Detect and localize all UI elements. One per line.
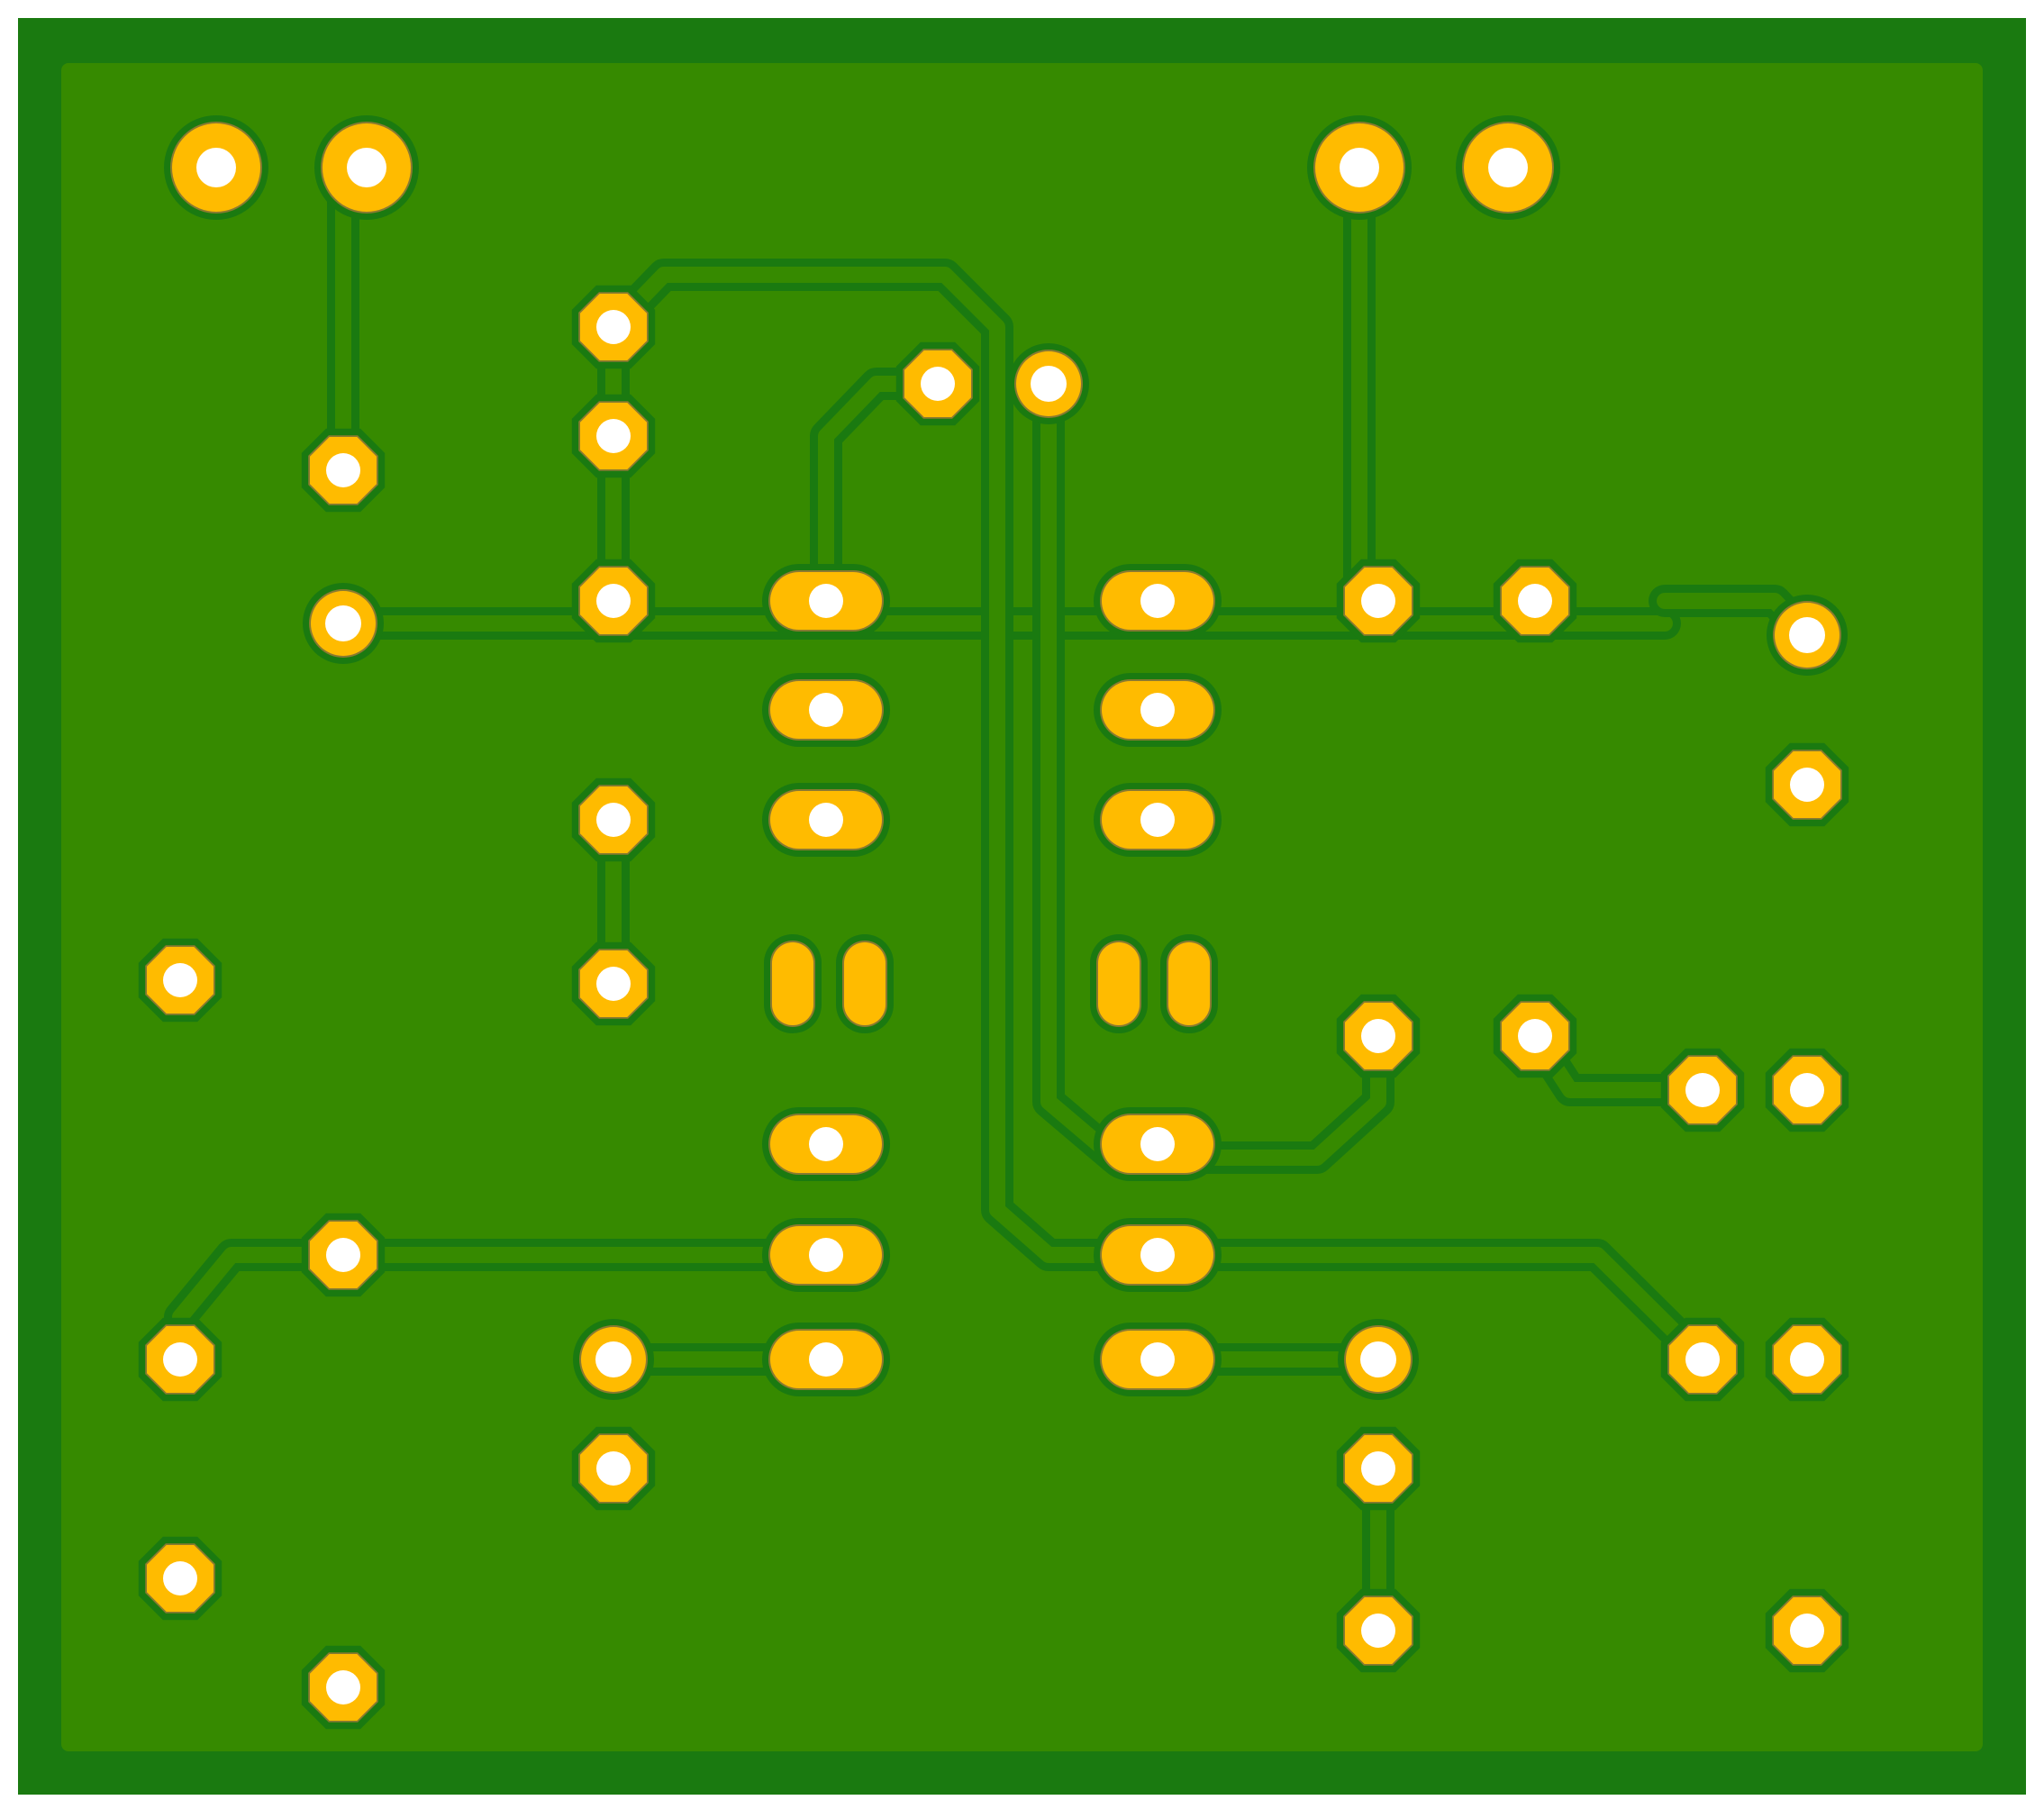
drill-hole-icon bbox=[1140, 1127, 1175, 1161]
drill-hole-icon bbox=[326, 453, 360, 487]
drill-hole-icon bbox=[1361, 584, 1395, 618]
drill-hole-icon bbox=[1790, 1614, 1824, 1648]
drill-hole-icon bbox=[163, 963, 197, 997]
drill-hole-icon bbox=[1140, 1342, 1175, 1377]
drill-hole-icon bbox=[596, 419, 631, 453]
drill-hole-icon bbox=[596, 967, 631, 1001]
oval-pad-icon bbox=[836, 934, 894, 1033]
drill-hole-icon bbox=[325, 605, 361, 641]
drill-hole-icon bbox=[809, 1238, 843, 1272]
drill-hole-icon bbox=[1789, 617, 1825, 653]
drill-hole-icon bbox=[809, 803, 843, 837]
drill-hole-icon bbox=[326, 1238, 360, 1272]
drill-hole-icon bbox=[921, 367, 955, 401]
drill-hole-icon bbox=[809, 693, 843, 727]
drill-hole-icon bbox=[809, 584, 843, 618]
drill-hole-icon bbox=[163, 1561, 197, 1595]
drill-hole-icon bbox=[595, 1341, 631, 1377]
copper-pour bbox=[61, 63, 1983, 1751]
drill-hole-icon bbox=[1031, 366, 1067, 402]
drill-hole-icon bbox=[1361, 1019, 1395, 1053]
drill-hole-icon bbox=[596, 310, 631, 344]
drill-hole-icon bbox=[1140, 1238, 1175, 1272]
drill-hole-icon bbox=[1518, 584, 1552, 618]
copper-trace bbox=[605, 267, 1711, 1368]
drill-hole-icon bbox=[1140, 803, 1175, 837]
drill-hole-icon bbox=[596, 803, 631, 837]
drill-hole-icon bbox=[1685, 1342, 1720, 1377]
pad-layer bbox=[138, 115, 1849, 1730]
drill-hole-icon bbox=[1518, 1019, 1552, 1053]
drill-hole-icon bbox=[196, 148, 236, 187]
drill-hole-icon bbox=[596, 1451, 631, 1486]
drill-hole-icon bbox=[347, 148, 386, 187]
drill-hole-icon bbox=[326, 1670, 360, 1705]
drill-hole-icon bbox=[1140, 693, 1175, 727]
oval-pad-icon bbox=[1160, 934, 1218, 1033]
drill-hole-icon bbox=[596, 584, 631, 618]
drill-hole-icon bbox=[1140, 584, 1175, 618]
drill-hole-icon bbox=[1790, 1342, 1824, 1377]
drill-hole-icon bbox=[1360, 1341, 1396, 1377]
drill-hole-icon bbox=[1361, 1614, 1395, 1648]
drill-hole-icon bbox=[809, 1342, 843, 1377]
oval-pad-icon bbox=[1090, 934, 1148, 1033]
drill-hole-icon bbox=[1685, 1073, 1720, 1107]
drill-hole-icon bbox=[1790, 1073, 1824, 1107]
oval-pad-icon bbox=[764, 934, 822, 1033]
drill-hole-icon bbox=[163, 1342, 197, 1377]
drill-hole-icon bbox=[1361, 1451, 1395, 1486]
drill-hole-icon bbox=[1340, 148, 1379, 187]
drill-hole-icon bbox=[809, 1127, 843, 1161]
drill-hole-icon bbox=[1790, 768, 1824, 802]
drill-hole-icon bbox=[1488, 148, 1528, 187]
